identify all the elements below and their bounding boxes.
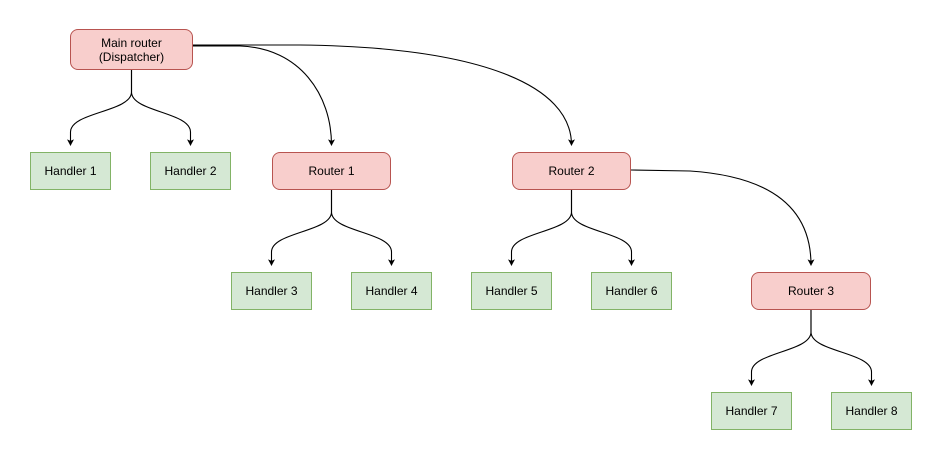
edge-router-3-to-handler-8 <box>810 309 876 386</box>
node-handler-2[interactable]: Handler 2 <box>150 152 231 190</box>
node-router-2[interactable]: Router 2 <box>512 152 631 190</box>
edge-router-3-to-handler-7 <box>747 309 812 386</box>
node-handler-8[interactable]: Handler 8 <box>831 392 912 430</box>
edge-router-1-to-handler-3 <box>267 189 333 266</box>
node-handler-4[interactable]: Handler 4 <box>351 272 432 310</box>
edge-main-to-handler-2 <box>130 69 195 146</box>
node-handler-3[interactable]: Handler 3 <box>231 272 312 310</box>
edge-main-to-router-2 <box>192 44 576 146</box>
edge-router-2-to-router-3 <box>630 169 815 266</box>
node-handler-5[interactable]: Handler 5 <box>471 272 552 310</box>
node-router-3[interactable]: Router 3 <box>751 272 871 310</box>
edge-router-1-to-handler-4 <box>330 189 396 266</box>
node-router-1[interactable]: Router 1 <box>272 152 391 190</box>
edge-router-2-to-handler-5 <box>507 189 573 266</box>
edge-main-to-router-1 <box>192 45 336 146</box>
node-main-router[interactable]: Main router (Dispatcher) <box>70 29 193 70</box>
node-handler-7[interactable]: Handler 7 <box>711 392 792 430</box>
edge-router-2-to-handler-6 <box>570 189 636 266</box>
node-handler-6[interactable]: Handler 6 <box>591 272 672 310</box>
node-handler-1[interactable]: Handler 1 <box>30 152 111 190</box>
edges-group <box>66 44 876 386</box>
edge-main-to-handler-1 <box>66 69 133 146</box>
